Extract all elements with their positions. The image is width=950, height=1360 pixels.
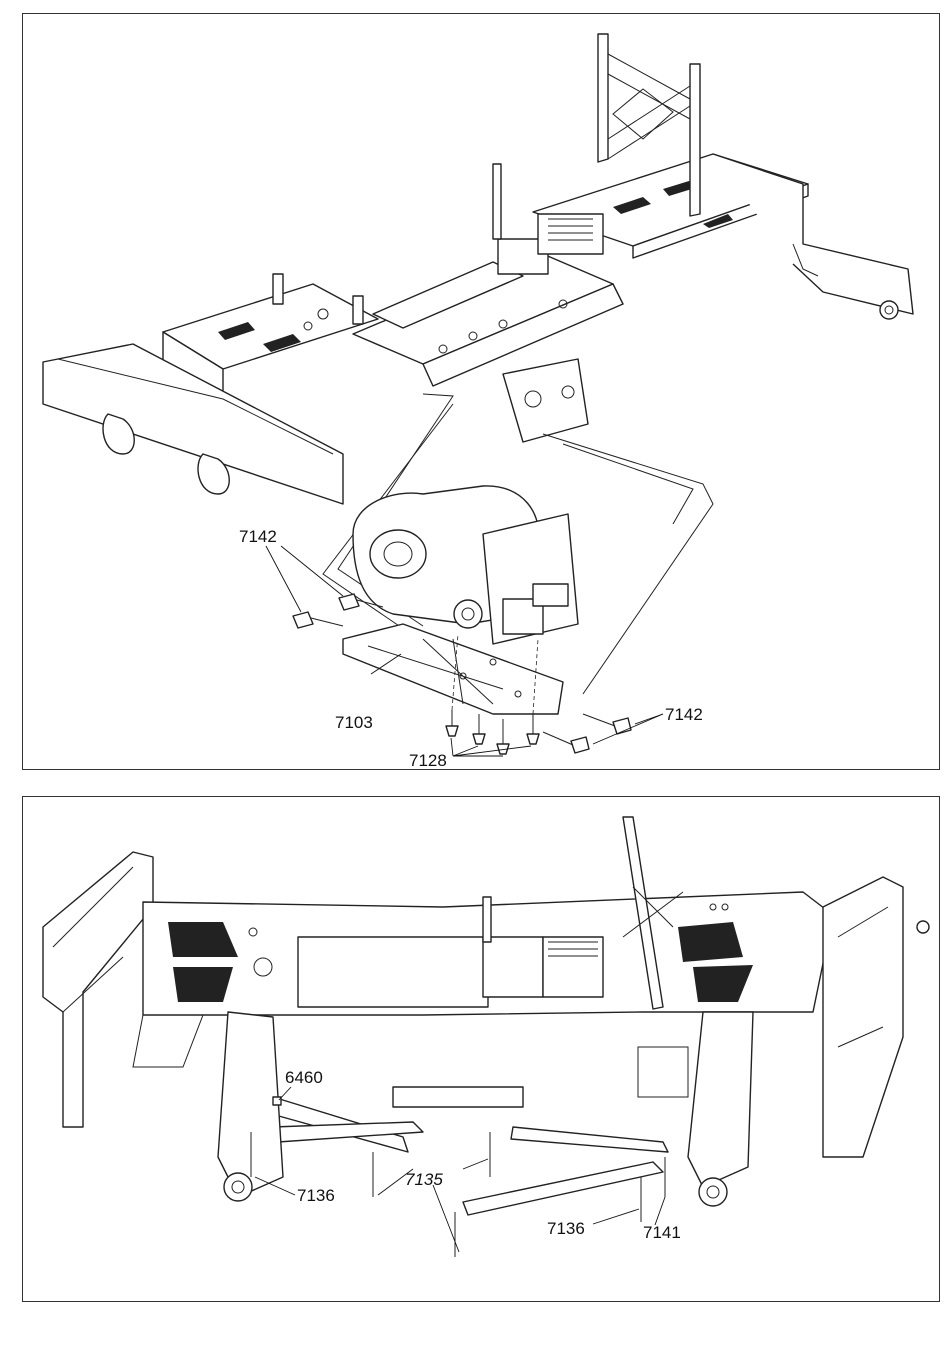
callout-7128: 7128	[409, 751, 447, 769]
front-bumper-left	[43, 852, 153, 1127]
callout-7142-lower: 7142	[665, 705, 703, 724]
callout-7136-left: 7136	[297, 1186, 335, 1205]
callout-7103: 7103	[335, 713, 373, 732]
callout-7141: 7141	[643, 1223, 681, 1242]
callout-7136-right: 7136	[547, 1219, 585, 1238]
transmission-mount-bracket	[503, 359, 588, 442]
bottom-assembled-view: 6460 7136 7135 7136 7141	[23, 797, 939, 1301]
assembly-step-bottom-panel: 6460 7136 7135 7136 7141	[22, 796, 940, 1302]
callout-7142-upper: 7142	[239, 527, 277, 546]
transmission-gearbox	[353, 486, 578, 644]
callout-7135: 7135	[405, 1170, 443, 1189]
screws-7142-left	[293, 594, 383, 628]
assembly-step-top-panel: 7142 7103 7142 7128	[22, 13, 940, 770]
top-exploded-view: 7142 7103 7142 7128	[23, 14, 939, 769]
rear-axle	[638, 1012, 753, 1206]
rear-bumper-right	[823, 877, 929, 1157]
callout-6460: 6460	[285, 1068, 323, 1087]
